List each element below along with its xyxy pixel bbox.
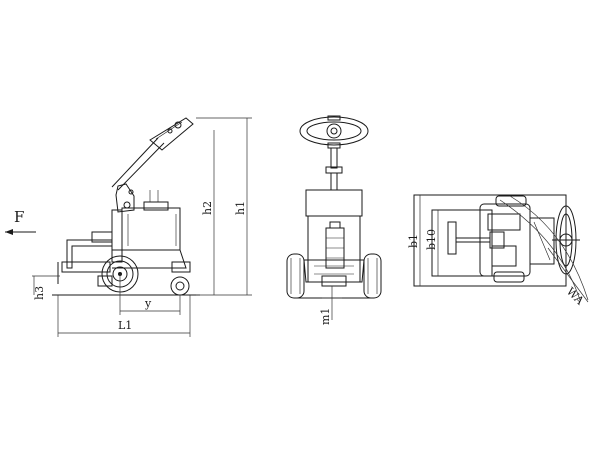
front-handlebar — [299, 115, 369, 149]
front-view: m1 — [286, 115, 382, 325]
h1-label: h1 — [234, 201, 247, 215]
dim-h1: h1 — [196, 117, 252, 296]
dim-l1: L1 — [57, 295, 191, 337]
castor-wheel — [170, 261, 191, 296]
y-label: y — [144, 297, 152, 310]
dim-wa: WA — [499, 195, 589, 308]
front-body — [303, 189, 365, 287]
dim-h2: h2 — [201, 130, 215, 295]
force-label: F — [14, 208, 24, 226]
top-body — [479, 195, 555, 283]
front-wheel-left — [286, 253, 305, 299]
dim-b1: b1 — [407, 195, 421, 286]
dim-h3: h3 — [32, 275, 60, 300]
top-inner-b10 — [431, 209, 493, 277]
tug-body — [57, 183, 187, 287]
side-view: F — [5, 117, 252, 337]
dim-b10: b10 — [425, 210, 439, 276]
front-wheel-right — [363, 253, 382, 299]
b1-label: b1 — [407, 234, 420, 248]
l1-label: L1 — [118, 319, 132, 332]
front-shaft — [325, 148, 343, 190]
m1-label: m1 — [319, 308, 332, 325]
top-steering-wheel — [552, 205, 580, 275]
dim-y: y — [119, 274, 181, 315]
tiller-arm — [111, 117, 194, 191]
h3-label: h3 — [33, 286, 46, 300]
top-drawbar — [447, 221, 505, 255]
wa-label: WA — [564, 285, 587, 308]
h2-label: h2 — [201, 201, 214, 215]
dim-m1: m1 — [296, 286, 372, 325]
top-view: WA b1 b10 — [407, 194, 589, 308]
b10-label: b10 — [425, 229, 438, 250]
force-arrow: F — [5, 208, 36, 235]
